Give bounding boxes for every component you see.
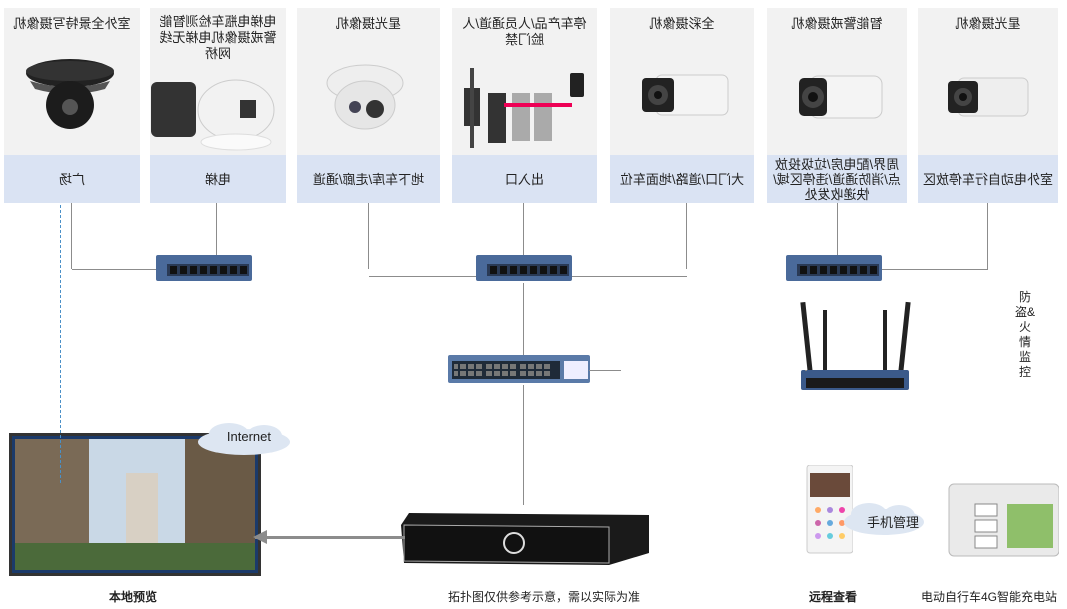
bullet-camera-icon xyxy=(948,77,1029,117)
camera-location: 室外电动自行车停放区 xyxy=(918,155,1058,203)
panoramic-camera-icon xyxy=(26,59,114,129)
connection-line xyxy=(987,203,988,269)
connection-line xyxy=(523,385,524,505)
poe-switch-icon xyxy=(786,255,882,281)
connection-line xyxy=(368,203,369,269)
smartphone-icon xyxy=(806,465,853,554)
charging-station-icon xyxy=(948,483,1059,557)
arrow-line xyxy=(255,536,405,539)
camera-location: 电梯 xyxy=(150,155,286,203)
camera-title: 电梯电瓶车检测智能警戒摄像机电梯无线网桥 xyxy=(159,14,277,61)
camera-location: 出入口 xyxy=(452,155,597,203)
connection-line xyxy=(686,203,687,269)
poe-switch-icon xyxy=(476,255,572,281)
monitoring-label: 防盗&火情监控 xyxy=(1015,290,1036,379)
camera-location: 广场 xyxy=(4,155,140,203)
camera-card: 智能警戒摄像机 周界/配电房/垃圾投放点/消防通道/违停区域/快递收发处 xyxy=(767,8,907,203)
camera-card: 星光摄像机 地下车库/走廊/通道 xyxy=(297,8,440,203)
connection-line xyxy=(71,203,72,269)
dashed-connection xyxy=(60,205,61,483)
camera-title: 智能警戒摄像机 xyxy=(791,16,883,31)
camera-location: 地下车库/走廊/通道 xyxy=(297,155,440,203)
poe-switch-icon xyxy=(156,255,252,281)
connection-line xyxy=(369,276,477,277)
access-control-icon xyxy=(464,68,584,148)
local-preview-label: 本地预览 xyxy=(108,590,157,604)
internet-cloud-icon xyxy=(198,423,290,455)
camera-card: 停车产品/人员通道/人脸门禁 出入口 xyxy=(452,8,597,203)
remote-view-label: 远程查看 xyxy=(808,590,857,604)
nvr-icon xyxy=(401,513,649,565)
camera-title: 全彩摄像机 xyxy=(649,16,715,31)
camera-location: 大门口/道路/地面车位 xyxy=(610,155,754,203)
disclaimer-label: 拓扑图仅供参考示意，需以实际为准 xyxy=(447,590,640,604)
bullet-camera-icon xyxy=(799,75,883,119)
camera-title: 星光摄像机 xyxy=(955,16,1021,31)
connection-line xyxy=(572,276,687,277)
monitor-icon xyxy=(9,433,261,576)
camera-card: 星光摄像机 室外电动自行车停放区 xyxy=(918,8,1058,203)
camera-card: 室外全景特写摄像机 广场 xyxy=(4,8,140,203)
dome-camera-icon xyxy=(326,64,404,130)
camera-location: 周界/配电房/垃圾投放点/消防通道/违停区域/快递收发处 xyxy=(767,155,907,203)
connection-line xyxy=(523,283,524,356)
connection-line xyxy=(805,370,807,371)
connection-line xyxy=(216,203,217,255)
camera-title: 星光摄像机 xyxy=(336,16,402,31)
charging-station-label: 电动自行车4G智能充电站 xyxy=(920,590,1057,604)
connection-line xyxy=(72,269,157,270)
arrow-head-icon xyxy=(253,530,267,544)
bullet-camera-icon xyxy=(642,74,729,116)
internet-label: Internet xyxy=(226,429,271,444)
elevator-camera-bridge-icon xyxy=(151,79,275,151)
connection-line xyxy=(589,370,621,371)
camera-title: 室外全景特写摄像机 xyxy=(13,16,131,31)
mobile-cloud-icon xyxy=(844,503,924,535)
camera-card: 全彩摄像机 大门口/道路/地面车位 xyxy=(610,8,754,203)
connection-line xyxy=(523,203,524,255)
router-icon xyxy=(800,301,911,390)
mobile-management-label: 手机管理 xyxy=(866,515,919,530)
camera-title: 停车产品/人员通道/人脸门禁 xyxy=(462,16,587,47)
core-switch-icon xyxy=(448,355,590,383)
camera-card: 电梯电瓶车检测智能警戒摄像机电梯无线网桥 电梯 xyxy=(150,8,286,203)
